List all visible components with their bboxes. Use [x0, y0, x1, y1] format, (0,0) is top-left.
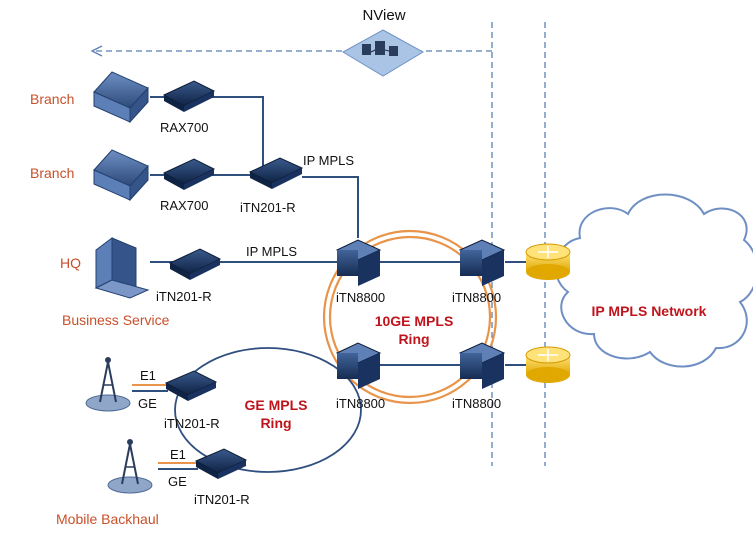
cloud-label: IP MPLS Network: [592, 303, 707, 319]
site-label-hq: HQ: [60, 255, 81, 271]
itn201r-device-bs1: [164, 370, 218, 401]
device-label-itn201r-bs2: iTN201-R: [194, 492, 250, 507]
links: [150, 96, 530, 366]
itn201r-device-agg: [248, 157, 304, 189]
hq-building-icon: [94, 237, 150, 299]
site-label-business-service: Business Service: [62, 312, 170, 328]
site-label-branch-2: Branch: [30, 165, 74, 181]
itn8800-switch-bl: [335, 342, 382, 389]
ring-label-ge-line1: GE MPLS: [244, 397, 307, 413]
device-label-rax700-1: RAX700: [160, 120, 208, 135]
base-station-icon-1: [85, 357, 131, 412]
ring-10ge-inner: [328, 235, 492, 399]
branch-building-icon-1: [93, 71, 149, 124]
nms-server-icon: [341, 29, 425, 77]
arrow-head-icon: [90, 45, 103, 57]
base-station-icon-2: [107, 439, 153, 494]
ring-label-10ge-line2: Ring: [398, 331, 429, 347]
ring-10ge-outer: [322, 229, 498, 405]
nview-title: NView: [362, 7, 405, 24]
site-label-branch-1: Branch: [30, 91, 74, 107]
rax700-device-1: [162, 80, 216, 112]
itn201r-device-bs2: [194, 448, 248, 479]
itn8800-switch-tl: [335, 239, 382, 286]
device-label-itn201r-bs1: iTN201-R: [164, 416, 220, 431]
link-label-e1-2: E1: [170, 447, 186, 462]
router-icon-lower: [525, 346, 571, 383]
itn8800-switch-tr: [458, 239, 506, 286]
branch-building-icon-2: [93, 149, 149, 202]
router-icon-upper: [525, 243, 571, 280]
link-label-ip-mpls-hq: IP MPLS: [246, 244, 297, 259]
link-label-ge-1: GE: [138, 396, 157, 411]
device-label-itn8800-tr: iTN8800: [452, 290, 501, 305]
device-label-rax700-2: RAX700: [160, 198, 208, 213]
link-label-ge-2: GE: [168, 474, 187, 489]
link-label-ip-mpls-upper: IP MPLS: [303, 153, 354, 168]
ring-ge: [174, 347, 362, 473]
site-label-mobile-backhaul: Mobile Backhaul: [56, 511, 159, 527]
device-label-itn8800-tl: iTN8800: [336, 290, 385, 305]
ip-mpls-cloud: [554, 193, 753, 368]
itn8800-switch-br: [458, 342, 506, 389]
itn201r-device-hq: [168, 248, 222, 280]
ring-label-ge-line2: Ring: [260, 415, 291, 431]
device-label-itn201r-agg: iTN201-R: [240, 200, 296, 215]
rax700-device-2: [162, 158, 216, 190]
device-label-itn8800-bl: iTN8800: [336, 396, 385, 411]
ring-label-10ge-line1: 10GE MPLS: [375, 313, 454, 329]
device-label-itn201r-hq: iTN201-R: [156, 289, 212, 304]
device-label-itn8800-br: iTN8800: [452, 396, 501, 411]
link-label-e1-1: E1: [140, 368, 156, 383]
